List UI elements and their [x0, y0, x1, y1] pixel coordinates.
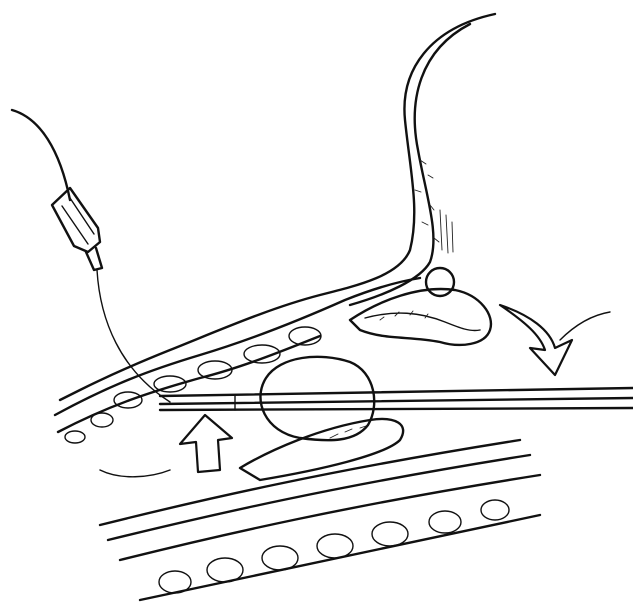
catheter-tube — [97, 270, 170, 402]
spine-vertebrae — [140, 500, 540, 600]
needle-instrument — [160, 388, 633, 410]
bowel-loops — [55, 278, 420, 443]
catheter-hub-icon — [52, 188, 102, 270]
lower-bowel — [240, 419, 403, 480]
balloon — [260, 357, 374, 440]
abdominal-wall — [100, 440, 540, 560]
push-arrow-up — [100, 415, 232, 477]
catheter-wire — [12, 110, 70, 200]
uterus — [60, 14, 495, 400]
push-arrow-right — [500, 305, 610, 375]
